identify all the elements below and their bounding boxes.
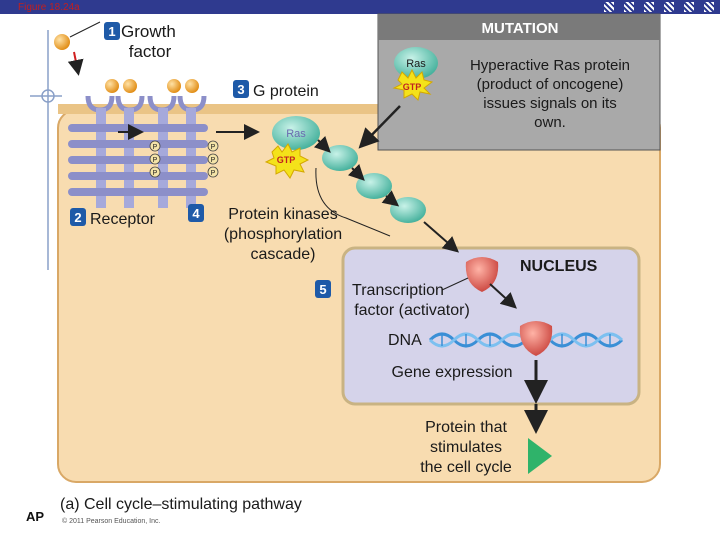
step-4-line-2: (phosphorylation [224,226,342,243]
step-1-line-2: factor [129,42,172,61]
svg-text:1: 1 [108,24,115,39]
step-2: 2 Receptor [70,208,156,228]
step-4: 4 Protein kinases (phosphorylation casca… [188,204,342,263]
step-5-line-2: factor (activator) [354,302,470,319]
protein-line-2: stimulates [430,439,502,456]
step-3-line-1: G protein [253,83,319,100]
figure-caption: (a) Cell cycle–stimulating pathway [60,496,302,513]
step-4-line-1: Protein kinases [228,206,337,223]
checker-icon [644,2,654,12]
kinase-bracket [315,167,391,237]
checker-icon [684,2,694,12]
svg-text:P: P [153,144,158,151]
svg-text:4: 4 [192,206,200,221]
mutated-gtp-label: GTP [403,82,422,92]
ap-label: AP [26,509,45,524]
growth-factor-molecule [54,34,70,50]
figure-label: Figure 18.24a [18,2,80,13]
svg-text:5: 5 [319,282,326,297]
checker-icon [624,2,634,12]
growth-factor-molecule [123,79,137,93]
cascade-arrow [423,221,460,253]
step-5: 5 Transcription factor (activator) [315,280,470,319]
ras-label: Ras [286,128,306,140]
mutation-line-4: own. [534,114,566,131]
checker-icon [664,2,674,12]
top-bar [0,0,720,14]
label-leader [441,277,469,291]
step-4-line-3: cascade) [251,246,316,263]
step-3: 3 G protein [233,80,319,100]
ras-g-protein [272,116,320,150]
growth-factor-molecule [167,79,181,93]
tf-arrow [489,283,517,309]
mutation-title: MUTATION [482,20,559,37]
svg-text:P: P [153,170,158,177]
protein-line-3: the cell cycle [420,459,512,476]
protein-line-1: Protein that [425,419,507,436]
protein-kinase [390,197,426,223]
svg-text:2: 2 [74,210,81,225]
cascade-arrow [313,135,331,153]
guide-target-icon [41,89,55,103]
label-leader [69,21,101,38]
svg-text:3: 3 [237,82,244,97]
transcription-factor [465,257,499,292]
svg-text:P: P [211,170,216,177]
mutation-line-2: (product of oncogene) [477,76,624,93]
svg-text:P: P [211,144,216,151]
cell-cycle-protein-icon [528,438,552,474]
phosphate-groups-2: P P P [207,140,219,178]
mutation-box-header [378,14,660,40]
checker-icon [704,2,714,12]
growth-factor-molecule [105,79,119,93]
gtp-starburst [264,143,310,179]
svg-text:P: P [153,157,158,164]
mutated-ras-protein [394,47,438,79]
plasma-membrane [58,104,660,114]
mutation-arrow [358,105,401,149]
cascade-arrow [381,190,400,207]
gene-expression-label: Gene expression [392,364,513,381]
nucleus-label: NUCLEUS [520,258,598,275]
step-5-line-1: Transcription [352,282,444,299]
phosphate-groups-1: P P P [149,140,161,178]
binding-arrow [67,51,84,76]
checker-icon [604,2,614,12]
step-1: 1 Growth factor [104,22,176,61]
cascade-arrow [347,163,365,181]
mutated-gtp-starburst [392,68,434,101]
bound-transcription-factor [519,321,553,356]
step-1-line-1: Growth [121,22,176,41]
dna-label: DNA [388,332,422,349]
nucleus [341,246,641,406]
mutated-ras-label: Ras [406,58,426,70]
growth-factor-molecule [185,79,199,93]
svg-text:P: P [211,157,216,164]
receptor-dimer-2 [146,95,208,208]
copyright: © 2011 Pearson Education, Inc. [62,518,161,525]
gtp-label: GTP [277,155,296,165]
mutation-line-3: issues signals on its [483,95,616,112]
step-2-line-1: Receptor [90,211,156,228]
mutation-line-1: Hyperactive Ras protein [470,57,630,74]
